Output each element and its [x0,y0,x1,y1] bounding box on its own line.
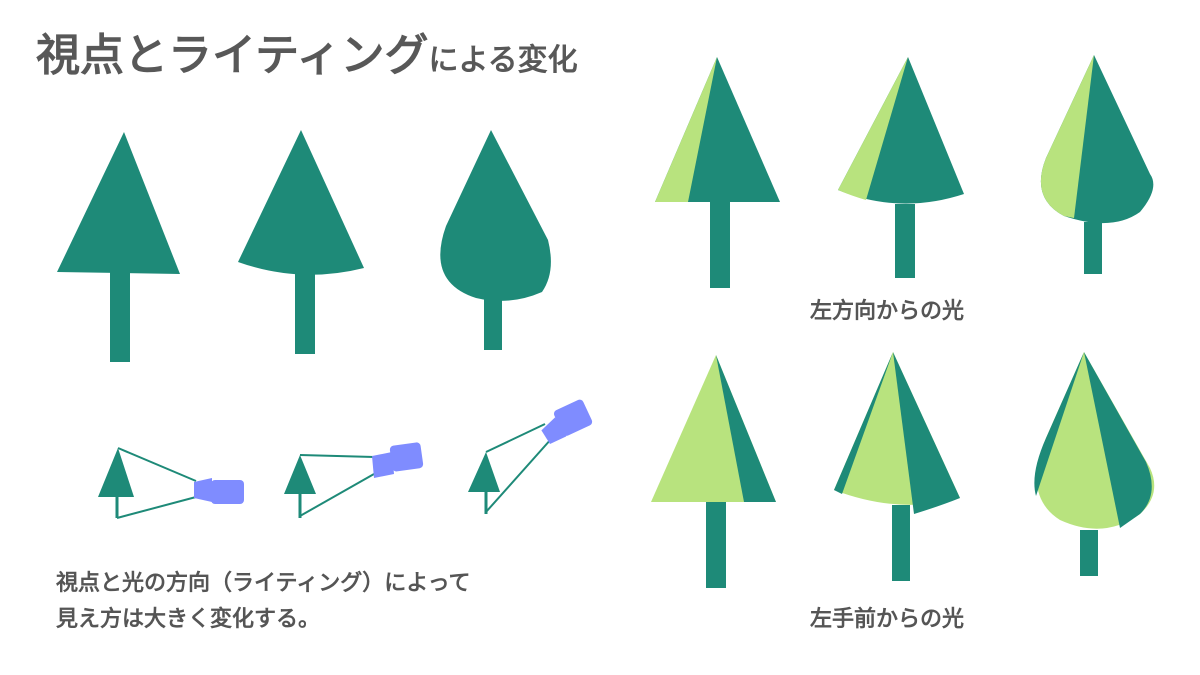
tree-top-view [440,130,551,350]
label-front-left-light: 左手前からの光 [810,606,964,632]
tree-front-left-light-angled [834,352,960,581]
title-suffix: による変化 [428,43,578,78]
viewpoint-diagram-1 [98,447,244,519]
tree-angled-view [238,130,364,354]
camera-icon [194,478,244,504]
tree-left-light-front [655,57,780,288]
tree-left-light-top [1040,55,1154,274]
tree-left-light-angled [838,57,964,278]
caption-line-1: 視点と光の方向（ライティング）によって [56,571,471,596]
viewpoint-diagram-2 [284,442,424,518]
page-title: 視点とライティングによる変化 [36,34,578,78]
caption-line-2: 見え方は大きく変化する。 [56,607,321,632]
title-main: 視点とライティング [36,30,429,81]
camera-icon [372,442,424,478]
camera-icon [541,399,593,444]
tree-front-view [57,132,180,362]
label-left-light: 左方向からの光 [810,298,964,324]
viewpoint-diagram-3 [468,399,593,514]
tree-front-left-light-top [1034,352,1155,576]
tree-front-left-light-front [651,355,776,588]
caption: 視点と光の方向（ライティング）によって 見え方は大きく変化する。 [56,566,470,638]
